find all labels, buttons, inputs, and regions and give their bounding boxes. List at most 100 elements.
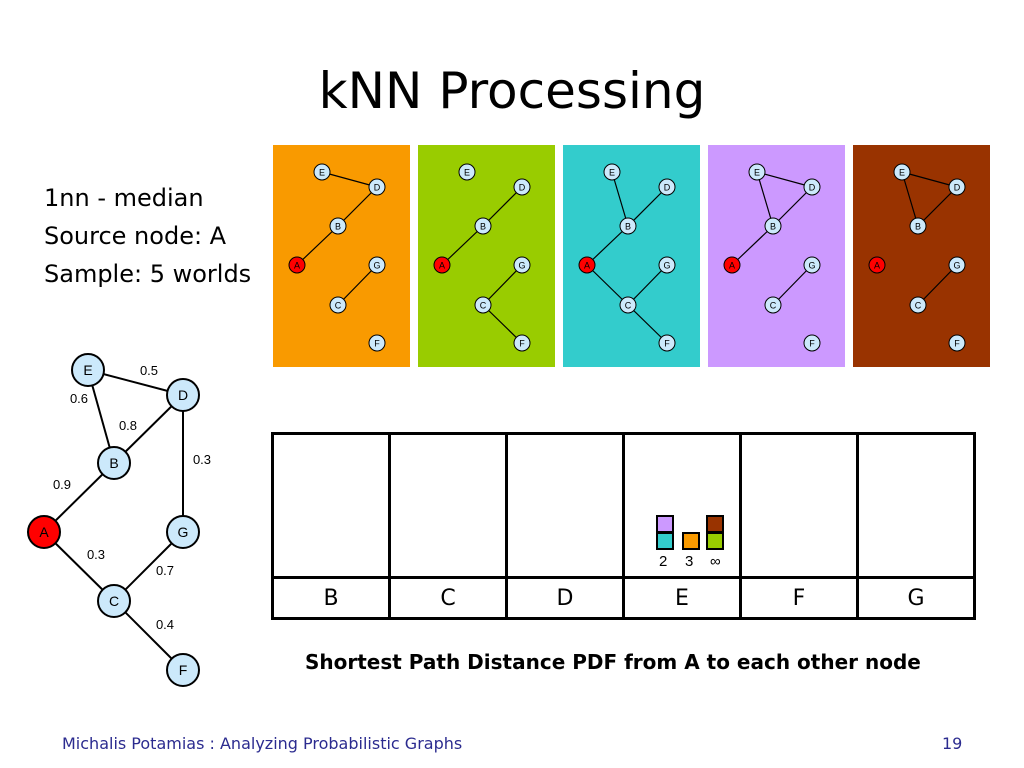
svg-text:D: D [374, 183, 381, 193]
world-edge-e-d [321, 171, 378, 188]
svg-text:A: A [874, 261, 880, 271]
svg-text:A: A [729, 261, 735, 271]
histogram-bar-2-1 [656, 532, 674, 550]
svg-text:G: G [518, 261, 525, 271]
svg-text:A: A [439, 261, 445, 271]
column-label-c: C [388, 576, 508, 620]
info-line-1nn: 1nn - median [44, 184, 204, 212]
info-line-source: Source node: A [44, 222, 227, 250]
pdf-cell-b [271, 432, 391, 579]
column-label-e: E [622, 576, 742, 620]
world-node-e: E [458, 163, 476, 181]
svg-text:C: C [480, 301, 487, 311]
slide-title: kNN Processing [318, 62, 706, 120]
world-node-c: C [764, 296, 782, 314]
bin-label-3: 3 [685, 553, 694, 570]
world-edge-g-c [627, 264, 668, 306]
world-node-d: D [513, 178, 531, 196]
world-node-d: D [658, 178, 676, 196]
svg-text:C: C [109, 593, 119, 609]
svg-text:D: D [178, 387, 188, 403]
world-node-b: B [909, 217, 927, 235]
bin-label-infinity: ∞ [710, 553, 721, 570]
svg-text:G: G [808, 261, 815, 271]
svg-text:D: D [664, 183, 671, 193]
svg-text:C: C [625, 301, 632, 311]
svg-text:D: D [954, 183, 961, 193]
world-edge-e-b [756, 171, 774, 227]
world-edge-g-c [917, 264, 958, 306]
svg-text:F: F [519, 339, 525, 349]
world-node-f: F [368, 334, 386, 352]
svg-text:E: E [609, 168, 615, 178]
column-label-d: D [505, 576, 625, 620]
world-node-c: C [619, 296, 637, 314]
edge-probability-a-b: 0.9 [53, 477, 71, 492]
world-edge-e-b [611, 171, 629, 227]
world-edge-e-d [901, 171, 958, 188]
node-a: A [27, 515, 61, 549]
world-edge-d-b [337, 186, 378, 227]
world-edge-b-a [731, 225, 774, 266]
svg-text:G: G [953, 261, 960, 271]
edge-probability-b-d: 0.8 [119, 418, 137, 433]
column-label-g: G [856, 576, 976, 620]
edge-probability-e-b: 0.6 [70, 391, 88, 406]
svg-text:B: B [915, 222, 921, 232]
node-f: F [166, 653, 200, 687]
world-node-g: G [513, 256, 531, 274]
svg-text:B: B [335, 222, 341, 232]
svg-text:F: F [179, 662, 188, 678]
world-edge-c-f [482, 304, 523, 344]
world-node-a: A [868, 256, 886, 274]
world-node-b: B [764, 217, 782, 235]
node-e: E [71, 353, 105, 387]
svg-text:D: D [809, 183, 816, 193]
svg-text:D: D [519, 183, 526, 193]
world-node-b: B [619, 217, 637, 235]
edge-probability-a-c: 0.3 [87, 547, 105, 562]
svg-text:E: E [899, 168, 905, 178]
world-node-f: F [803, 334, 821, 352]
bin-label-2: 2 [659, 553, 668, 570]
world-edge-e-b [901, 171, 919, 227]
svg-text:F: F [954, 339, 960, 349]
svg-text:G: G [178, 524, 189, 540]
world-node-c: C [329, 296, 347, 314]
node-c: C [97, 584, 131, 618]
world-edge-g-c [772, 264, 813, 306]
world-node-g: G [368, 256, 386, 274]
world-node-f: F [513, 334, 531, 352]
svg-text:E: E [319, 168, 325, 178]
world-node-a: A [578, 256, 596, 274]
svg-text:F: F [374, 339, 380, 349]
world-edge-d-b [482, 186, 523, 227]
world-node-b: B [329, 217, 347, 235]
world-node-f: F [658, 334, 676, 352]
svg-text:E: E [83, 362, 92, 378]
node-d: D [166, 378, 200, 412]
world-edge-a-c [586, 264, 629, 306]
world-edge-e-d [756, 171, 813, 188]
world-edge-d-b [917, 186, 958, 227]
world-node-a: A [723, 256, 741, 274]
svg-text:C: C [915, 301, 922, 311]
world-node-d: D [803, 178, 821, 196]
world-2: E D B A G C F [418, 145, 555, 367]
info-line-sample: Sample: 5 worlds [44, 260, 252, 288]
edge-probability-c-f: 0.4 [156, 617, 174, 632]
world-node-e: E [893, 163, 911, 181]
world-node-g: G [948, 256, 966, 274]
pdf-table: 2 3 ∞ B C D E F G [271, 432, 976, 620]
world-edge-g-c [482, 264, 523, 306]
world-edge-d-b [772, 186, 813, 227]
world-edge-d-b [627, 186, 668, 227]
world-node-b: B [474, 217, 492, 235]
svg-text:B: B [770, 222, 776, 232]
world-node-d: D [948, 178, 966, 196]
world-node-e: E [313, 163, 331, 181]
